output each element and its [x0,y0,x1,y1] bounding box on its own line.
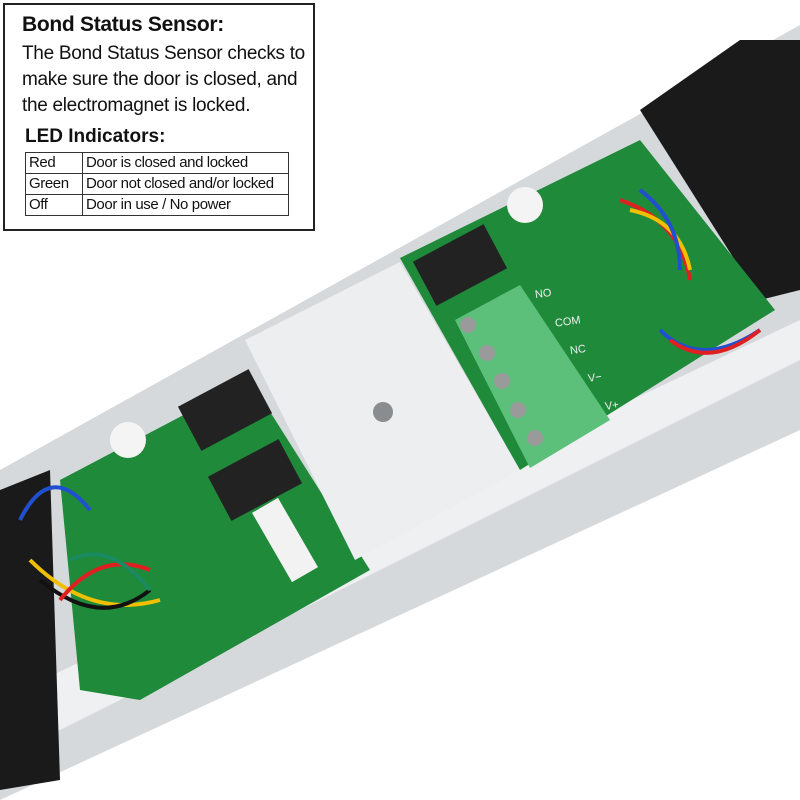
relay [177,369,273,451]
led-color: Green [25,173,83,195]
left-housing [0,470,60,790]
connector [252,497,318,583]
wires [18,188,762,610]
led-heading: LED Indicators: [25,126,166,147]
right-housing [640,40,800,300]
terminal-block [455,285,610,468]
terminal-label: V+ [604,399,620,413]
led-meaning: Door is closed and locked [82,152,289,174]
led-meaning: Door not closed and/or locked [82,173,289,195]
info-box: Bond Status Sensor: The Bond Status Sens… [3,3,315,231]
mounting-hole [373,402,393,422]
relay [412,224,508,306]
led-sensor [110,422,146,458]
info-description: The Bond Status Sensor checks to make su… [22,43,305,116]
terminal-label: V− [587,371,603,385]
terminal-screws [460,317,543,446]
left-pcb [60,380,370,700]
info-title: Bond Status Sensor: [22,13,224,36]
relay [207,439,303,521]
led-color: Off [25,194,83,216]
terminal-label: NC [569,342,587,358]
led-sensor [507,187,543,223]
led-meaning: Door in use / No power [82,194,289,216]
led-color: Red [25,152,83,174]
terminal-label: NO [534,286,553,302]
